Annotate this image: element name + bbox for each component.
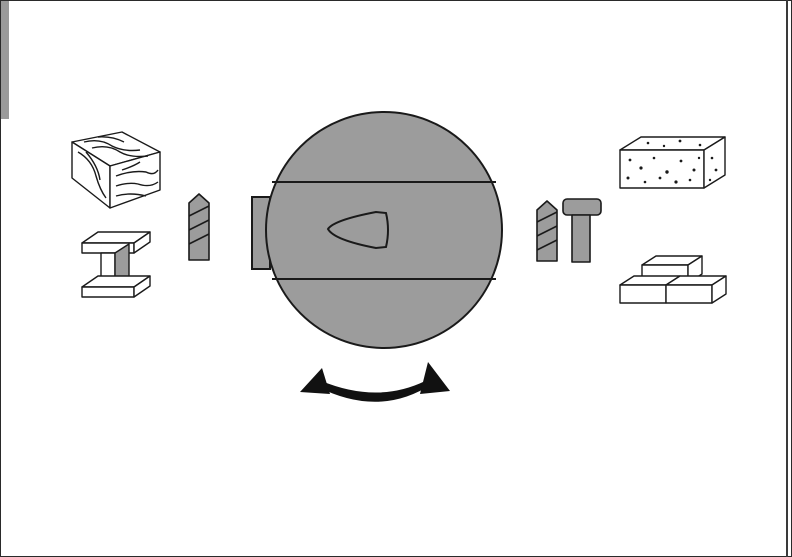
- frame-edge: [786, 0, 788, 557]
- bricks-icon: [619, 255, 727, 304]
- concrete-block-icon: [619, 136, 726, 189]
- mode-selector-knob: [251, 111, 503, 349]
- wood-block-icon: [71, 131, 161, 209]
- scroll-indicator: [1, 1, 9, 119]
- hammer-chisel-icon: [562, 198, 602, 263]
- pointer-indicator: [326, 210, 389, 250]
- double-arrow-icon: [300, 362, 450, 402]
- drill-bit-icon: [536, 200, 558, 262]
- steel-beam-icon: [81, 231, 151, 298]
- drill-bit-icon: [188, 193, 210, 261]
